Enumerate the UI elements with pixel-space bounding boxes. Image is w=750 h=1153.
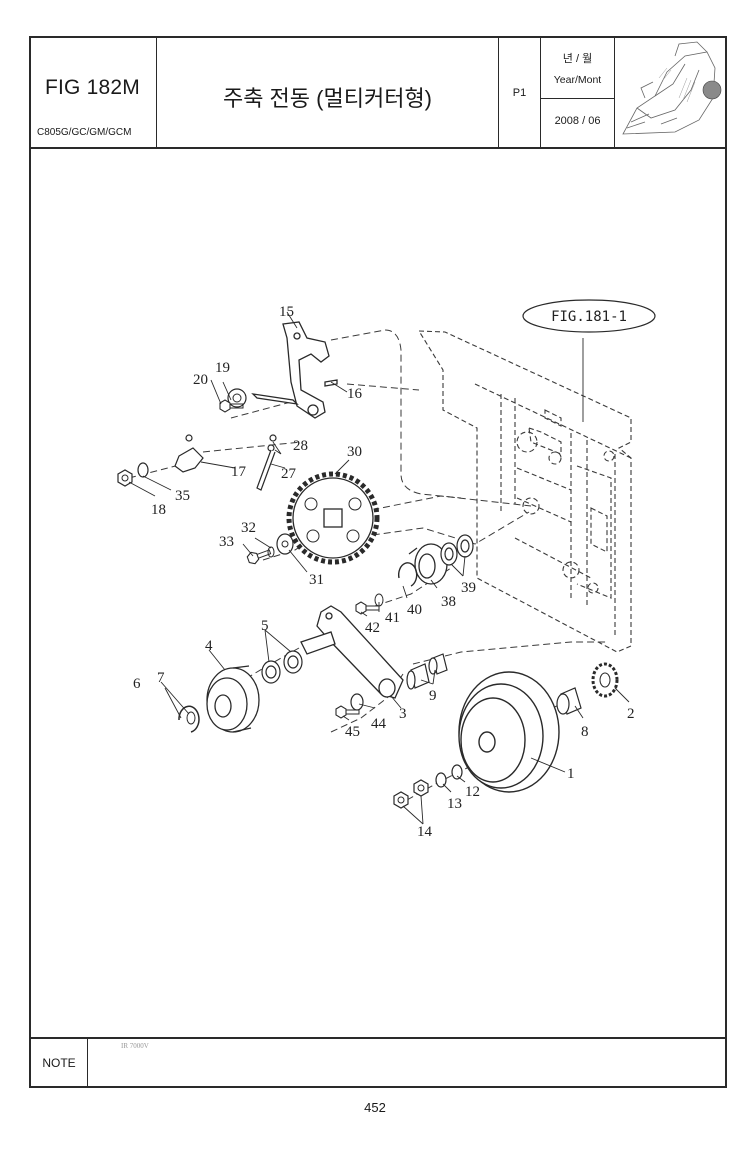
bearings-5 (261, 650, 303, 684)
callout-20: 20 (193, 372, 208, 388)
note-label: NOTE (31, 1039, 88, 1088)
callout-28: 28 (293, 438, 308, 454)
sprocket-2 (591, 662, 619, 698)
callout-39: 39 (461, 580, 476, 596)
date-label-kr: 년 / 월 (562, 53, 593, 65)
combine-harvester-icon (622, 41, 722, 135)
part-callouts: 1 2 3 4 5 6 7 8 9 12 13 14 15 16 17 18 1… (133, 304, 635, 840)
washer-35 (137, 462, 149, 478)
callout-5: 5 (261, 618, 269, 634)
machine-thumbnail (615, 38, 725, 147)
callout-38: 38 (441, 594, 456, 610)
bushings-9 (406, 653, 448, 690)
date-value: 2008 / 06 (554, 115, 601, 127)
exploded-parts-diagram: FIG.181-1 1 2 3 4 5 6 7 8 9 12 13 14 15 … (117, 299, 656, 840)
callout-15: 15 (279, 304, 294, 320)
figure-reference-balloon: FIG.181-1 (522, 299, 656, 333)
header-block: FIG 182M C805G/GC/GM/GCM 주축 전동 (멀티커터형) P… (31, 38, 725, 149)
callout-7: 7 (157, 670, 165, 686)
callout-44: 44 (371, 716, 387, 732)
figure-reference-text: FIG.181-1 (551, 309, 627, 325)
figure-id: FIG 182M (45, 76, 140, 99)
frame-assembly (417, 330, 632, 653)
washer-32 (267, 546, 275, 558)
callout-8: 8 (581, 724, 589, 740)
model-codes: C805G/GC/GM/GCM (37, 127, 132, 138)
date-cell: 년 / 월 Year/Mont 2008 / 06 (541, 38, 615, 147)
page-number: 452 (364, 1100, 386, 1115)
callout-30: 30 (347, 444, 362, 460)
pulley-4 (206, 665, 260, 733)
arm-3 (300, 605, 404, 699)
callout-27: 27 (281, 466, 297, 482)
page-cell: P1 (499, 38, 541, 147)
washer-31 (276, 533, 294, 555)
bearings-39 (440, 534, 474, 566)
washer-44 (350, 693, 364, 711)
callout-35: 35 (175, 488, 190, 504)
title-cell: 주축 전동 (멀티커터형) (157, 38, 499, 147)
leader-lines (128, 311, 630, 825)
pulley-1 (458, 671, 560, 793)
bracket-15 (251, 321, 338, 419)
callout-31: 31 (309, 572, 324, 588)
date-label-en: Year/Mont (553, 74, 602, 86)
callout-12: 12 (465, 784, 480, 800)
clip-17 (174, 434, 204, 473)
pin-27 (256, 434, 277, 491)
page-code: P1 (512, 87, 527, 99)
nut-14b (393, 791, 409, 809)
callout-40: 40 (407, 602, 422, 618)
callout-3: 3 (399, 706, 407, 722)
nut-18 (117, 469, 133, 487)
note-row: NOTE (31, 1037, 725, 1088)
ring-7 (186, 711, 196, 725)
bolt-20 (219, 399, 244, 413)
callout-9: 9 (429, 688, 437, 704)
snap-ring-40 (397, 562, 418, 587)
callout-4: 4 (205, 638, 213, 654)
callout-32: 32 (241, 520, 256, 536)
callout-18: 18 (151, 502, 166, 518)
sprocket-30 (286, 471, 380, 565)
washer-13 (435, 772, 447, 788)
callout-6: 6 (133, 676, 141, 692)
callout-33: 33 (219, 534, 234, 550)
callout-19: 19 (215, 360, 230, 376)
callout-14: 14 (417, 824, 433, 840)
callout-13: 13 (447, 796, 462, 812)
nut-14a (413, 779, 429, 797)
callout-45: 45 (345, 724, 360, 740)
page-title: 주축 전동 (멀티커터형) (222, 86, 433, 111)
figure-stamp: IR 7000V (121, 1042, 149, 1050)
callout-2: 2 (627, 706, 635, 722)
callout-16: 16 (347, 386, 363, 402)
washer-12 (451, 764, 463, 780)
callout-1: 1 (567, 766, 575, 782)
callout-41: 41 (385, 610, 400, 626)
parts-sheet: FIG 182M C805G/GC/GM/GCM 주축 전동 (멀티커터형) P… (29, 36, 727, 1088)
snap-ring-6 (178, 705, 200, 733)
callout-17: 17 (231, 464, 247, 480)
callout-42: 42 (365, 620, 380, 636)
figure-id-cell: FIG 182M C805G/GC/GM/GCM (31, 38, 157, 147)
